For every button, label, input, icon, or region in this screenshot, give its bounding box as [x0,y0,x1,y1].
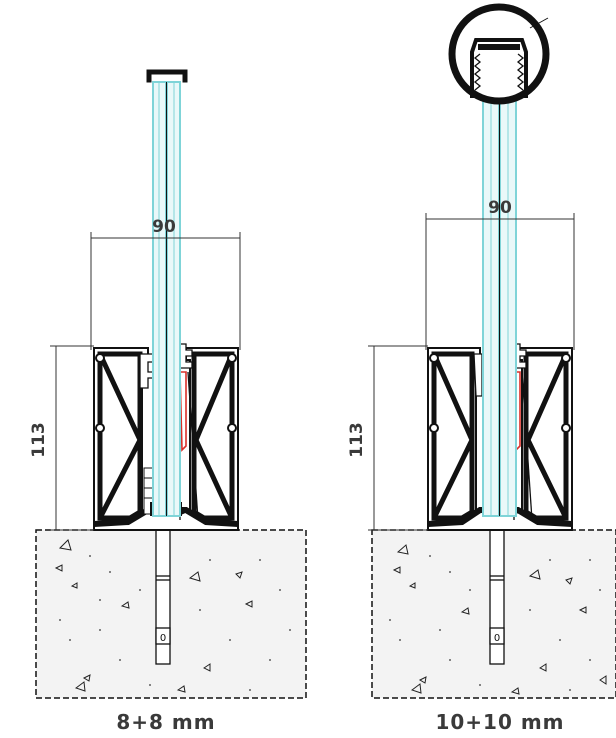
concrete-aggregate [54,539,253,693]
width-dimension [425,213,575,350]
width-dimension [90,232,241,350]
detail-8-8: 0 [29,69,307,734]
gasket-left [473,353,483,397]
height-dim-label: 113 [29,422,49,458]
glass-panes [152,81,181,517]
concrete-block [35,529,307,699]
width-dim-label: 90 [488,198,512,218]
gasket-left [139,353,155,389]
concrete-dots [389,555,601,691]
bolt-label: 0 [160,633,166,644]
height-dimension [368,345,428,531]
concrete-dots [59,555,291,691]
height-dimension [50,345,94,531]
concrete-aggregate [392,544,607,695]
gasket-right [177,343,193,369]
height-dim-label: 113 [347,422,367,458]
detail-10-10: 0 [347,3,616,734]
width-dim-label: 90 [152,217,176,237]
bolt-label: 0 [494,633,500,644]
round-handrail [448,3,550,105]
glass-panes [482,51,517,517]
caption-8-8: 8+8 mm [116,710,215,734]
anchor-bolt [155,529,171,665]
caption-10-10: 10+10 mm [435,710,564,734]
top-cap [146,69,188,83]
